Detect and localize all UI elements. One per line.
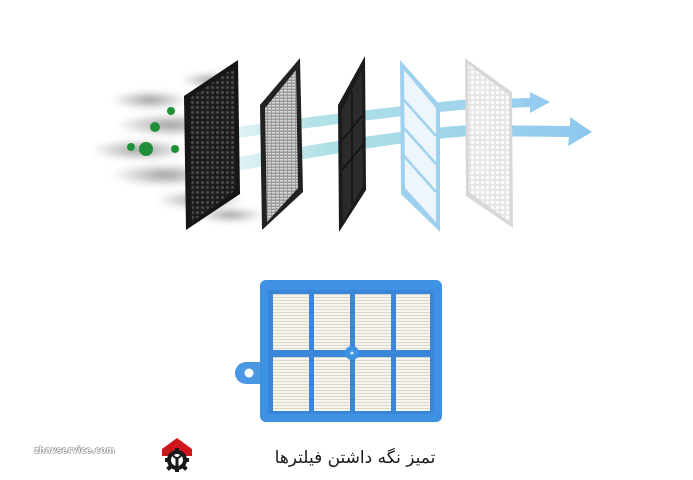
white-perforated-filter-layer — [465, 58, 513, 228]
carbon-filter-layer — [184, 60, 240, 230]
blue-frame-filter-layer — [400, 60, 440, 232]
hepa-filter-cassette — [235, 280, 442, 422]
grid-filter-layer — [338, 56, 366, 232]
germ-particles — [127, 107, 179, 156]
watermark-url: zhavservice.com — [34, 446, 116, 456]
zhav-logo-icon — [162, 438, 192, 472]
fine-mesh-filter-layer — [260, 58, 303, 230]
caption-text: تمیز نگه داشتن فیلترها — [274, 448, 436, 468]
